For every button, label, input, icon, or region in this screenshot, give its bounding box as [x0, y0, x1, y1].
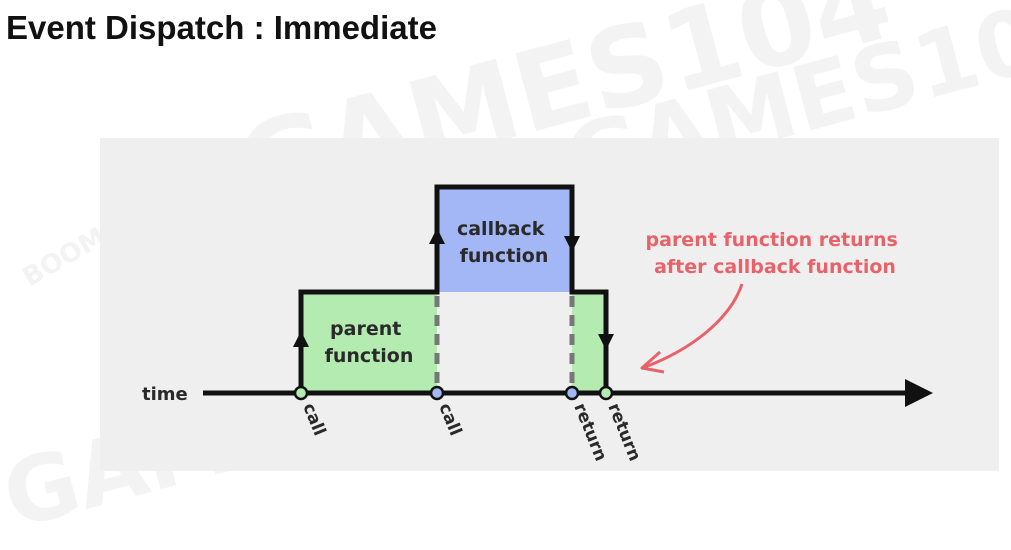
event-label-call: call	[298, 400, 329, 438]
suspended-region	[437, 292, 572, 393]
slide-title: Event Dispatch : Immediate	[6, 9, 437, 46]
callback-function-box	[437, 187, 572, 292]
call-marker	[293, 385, 309, 401]
annotation-note: parent function returns after callback f…	[646, 229, 905, 278]
down-arrow-icon	[598, 334, 614, 350]
down-arrow-icon	[564, 236, 580, 252]
up-arrow-icon	[429, 228, 445, 244]
call-marker	[429, 385, 445, 401]
annotation-arrow	[644, 283, 744, 369]
annotation-arrowhead-icon	[640, 350, 665, 374]
time-label: time	[142, 384, 188, 405]
return-marker	[598, 385, 614, 401]
arrow-right-icon	[905, 379, 933, 407]
event-dispatch-diagram: time parent function callback function c…	[142, 184, 933, 464]
callback-function-label: callback function	[457, 218, 551, 267]
event-label-call: call	[434, 400, 465, 438]
return-marker	[564, 385, 580, 401]
parent-function-label: parent function	[325, 318, 414, 367]
execution-outline	[298, 184, 609, 393]
up-arrow-icon	[293, 331, 309, 347]
